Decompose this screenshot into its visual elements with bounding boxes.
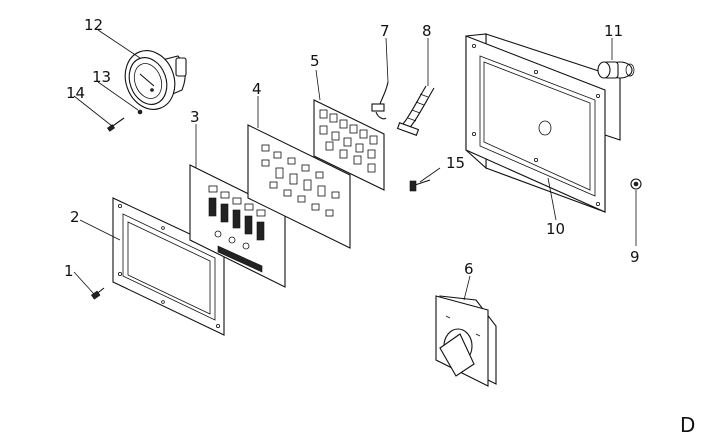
callout-5: 5 (310, 52, 320, 70)
callout-7: 7 (380, 22, 390, 40)
callout-1: 1 (64, 262, 74, 280)
page-letter: D (680, 413, 695, 437)
callout-9: 9 (630, 248, 640, 266)
callout-15: 15 (446, 154, 465, 172)
callout-2: 2 (70, 208, 80, 226)
part-3-keypad-overlay (189, 164, 286, 288)
part-7-cable (371, 81, 389, 120)
leader-lines (73, 29, 637, 301)
part-11-cable-gland (597, 61, 635, 79)
part-2-front-frame (112, 197, 225, 336)
part-9-screw (630, 178, 642, 190)
part-4-circuit-board (247, 124, 351, 249)
callout-10: 10 (546, 220, 565, 238)
part-13-pin (137, 109, 143, 115)
part-1-screw (90, 287, 105, 300)
part-5-control-board (313, 99, 385, 191)
callout-4: 4 (252, 80, 262, 98)
part-12-gauge (124, 50, 187, 110)
callout-13: 13 (92, 68, 111, 86)
callout-11: 11 (604, 22, 623, 40)
part-15-bolt (409, 179, 431, 192)
callout-12: 12 (84, 16, 103, 34)
part-10-enclosure (465, 33, 621, 213)
callout-labels: 1 2 3 4 5 6 7 8 9 10 11 12 13 14 15 (64, 16, 640, 280)
part-14-screw (106, 117, 125, 132)
callout-6: 6 (464, 260, 474, 278)
callout-8: 8 (422, 22, 432, 40)
part-6-rotary-switch (435, 295, 497, 387)
callout-14: 14 (66, 84, 85, 102)
part-8-ribbon-cable (396, 85, 435, 136)
callout-3: 3 (190, 108, 200, 126)
